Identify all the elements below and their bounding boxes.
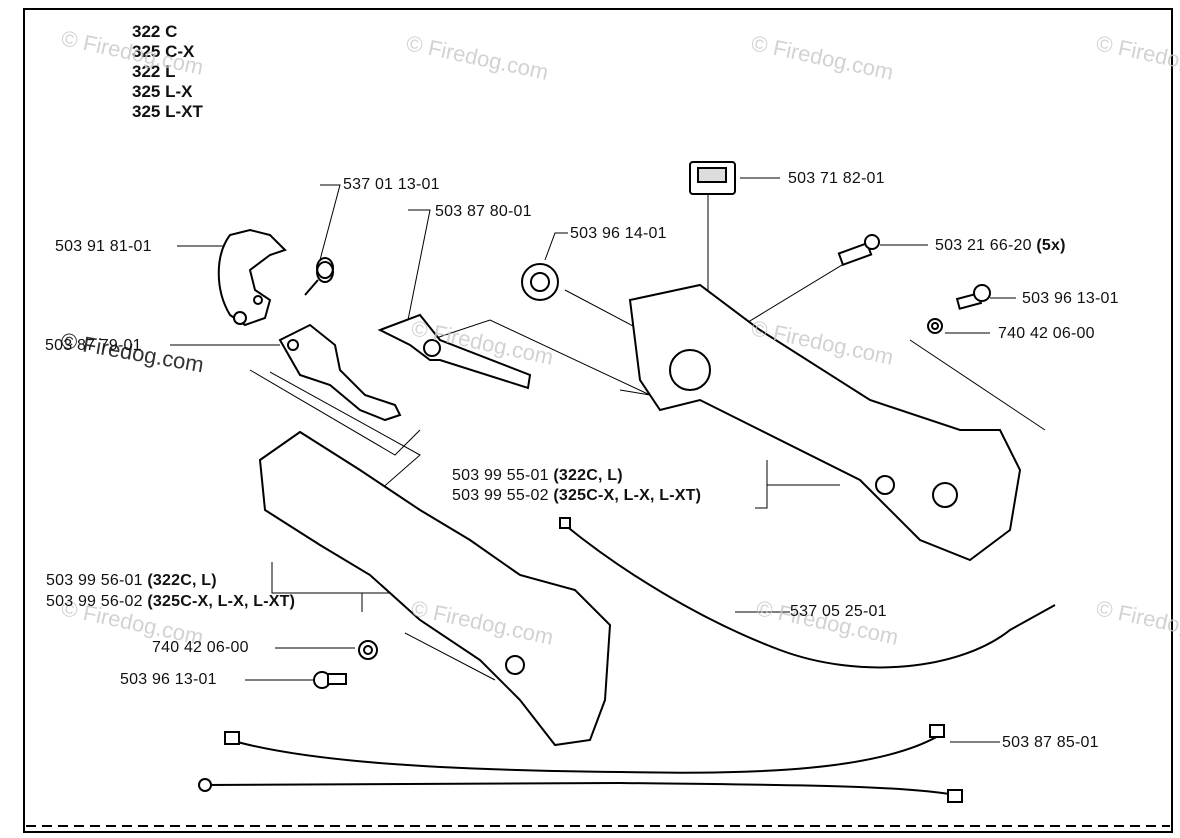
wire-harness-part [198,724,963,803]
model-suffix: L [165,62,176,81]
model-item: 322 C [132,22,203,42]
part-label: 740 42 06-00 [152,639,249,656]
spring-part [304,257,334,296]
part-label-with-note: 503 99 55-02 (325C-X, L-X, L-XT) [452,487,701,505]
model-item: 325 L-X [132,82,203,102]
part-label-with-note: 503 99 56-02 (325C-X, L-X, L-XT) [46,593,295,611]
part-label: 503 91 81-01 [55,238,152,255]
screw-part-2 [955,284,991,310]
part-label: 503 96 14-01 [570,225,667,242]
part-label: 503 87 85-01 [1002,734,1099,751]
handle-half-right [628,283,1022,562]
gear-ring-part [521,263,559,301]
part-label: 503 87 79-01 [45,337,142,354]
model-number: 322 [132,22,161,41]
switch-part [689,161,736,195]
lockout-lever-part [377,313,532,390]
model-suffix: C [165,22,178,41]
part-label: 503 99 55-01 [452,467,549,484]
washer-part [927,318,943,334]
part-label: 503 96 13-01 [1022,290,1119,307]
model-item: 322 L [132,62,203,82]
part-label: 503 99 55-02 [452,487,549,504]
part-label-with-qty: 503 21 66-20 (5x) [935,237,1066,255]
part-label-with-note: 503 99 55-01 (322C, L) [452,467,623,485]
model-suffix: C-X [165,42,195,61]
handle-half-left [258,430,612,747]
model-suffix: L-XT [165,102,203,121]
screw-part-3 [313,671,347,689]
leader-lines [170,177,1046,743]
part-label: 503 87 80-01 [435,203,532,220]
washer-part-2 [358,640,378,660]
throttle-cable-part [559,517,1056,669]
model-number: 322 [132,62,161,81]
bracket-clamp-part [217,228,287,327]
part-label: 537 05 25-01 [790,603,887,620]
model-number: 325 [132,102,161,121]
part-label: 503 99 56-02 [46,593,143,610]
part-label: 503 99 56-01 [46,572,143,589]
throttle-lever-part [278,323,402,422]
model-item: 325 L-XT [132,102,203,122]
part-label: 503 21 66-20 [935,237,1032,254]
part-qty: (5x) [1036,237,1066,254]
model-number: 325 [132,82,161,101]
model-item: 325 C-X [132,42,203,62]
part-label: 740 42 06-00 [998,325,1095,342]
part-note: (325C-X, L-X, L-XT) [147,593,296,610]
part-note: (322C, L) [553,467,623,484]
diagram-border [23,8,1173,833]
screw-part [837,234,880,267]
part-note: (322C, L) [147,572,217,589]
part-label: 503 96 13-01 [120,671,217,688]
part-label: 537 01 13-01 [343,176,440,193]
model-suffix: L-X [165,82,193,101]
part-label: 503 71 82-01 [788,170,885,187]
model-number: 325 [132,42,161,61]
model-list: 322 C 325 C-X 322 L 325 L-X 325 L-XT [132,22,203,122]
part-note: (325C-X, L-X, L-XT) [553,487,702,504]
part-label-with-note: 503 99 56-01 (322C, L) [46,572,217,590]
